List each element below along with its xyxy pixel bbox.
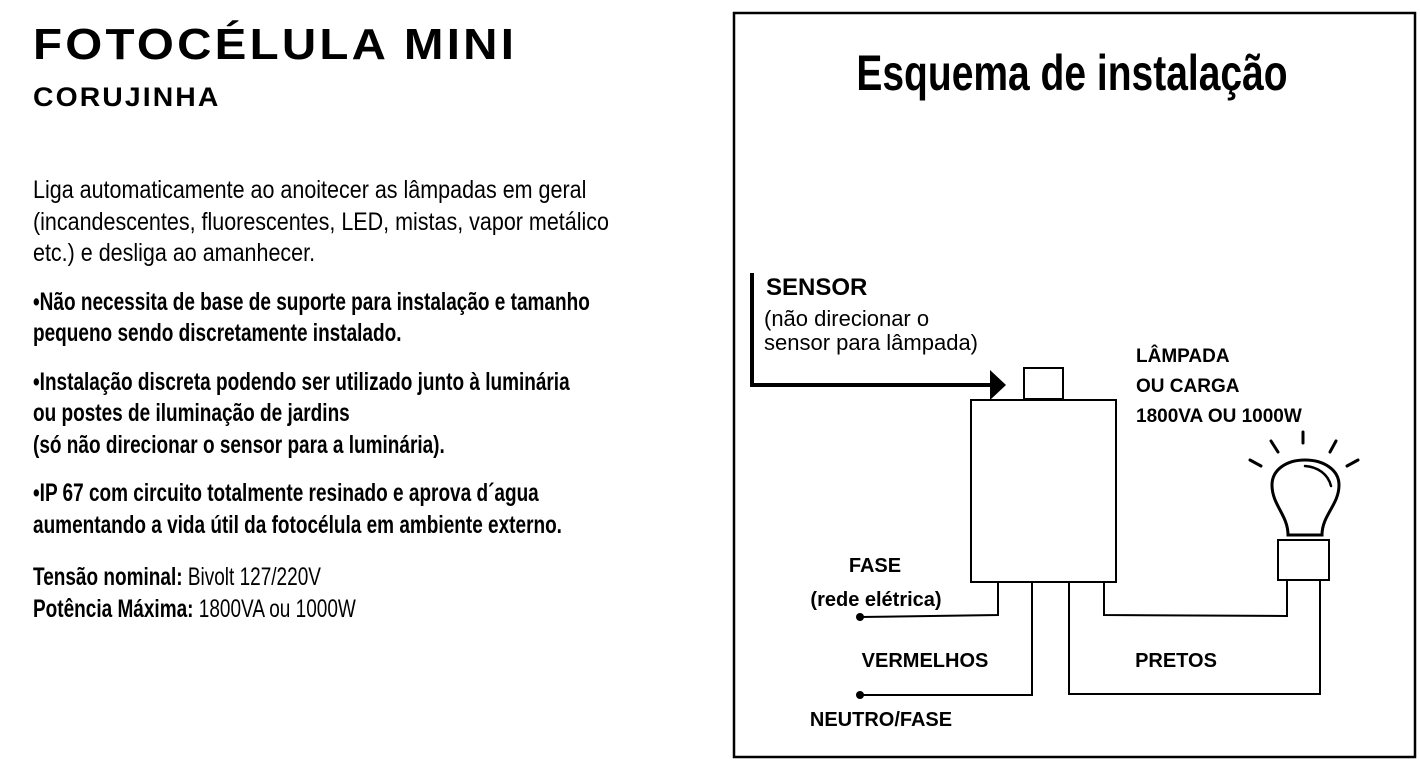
bullet-item: •IP 67 com circuito totalmente resinado … xyxy=(33,478,539,509)
sensor-note: sensor para lâmpada) xyxy=(764,330,978,355)
black-wires-label: PRETOS xyxy=(1135,650,1217,672)
product-title: FOTOCÉLULA MINI xyxy=(33,20,518,69)
neutral-label: NEUTRO/FASE xyxy=(810,709,952,731)
neutral-terminal xyxy=(856,691,864,699)
bullet-text: aumentando a vida útil da fotocélula em … xyxy=(33,511,562,539)
bullet-dot: • xyxy=(33,368,40,396)
bullet-text: Instalação discreta podendo ser utilizad… xyxy=(39,368,570,396)
product-subtitle: CORUJINHA xyxy=(33,82,221,112)
sensor-label: SENSOR xyxy=(766,274,867,301)
spec-value: Bivolt 127/220V xyxy=(187,563,321,591)
fase-note: (rede elétrica) xyxy=(810,589,941,611)
bullet-text: ou postes de iluminação de jardins xyxy=(33,399,350,427)
spec-label: Tensão nominal: xyxy=(33,563,183,591)
diagram-frame xyxy=(732,11,1417,759)
bullet-dot: • xyxy=(33,288,40,316)
spec-value: 1800VA ou 1000W xyxy=(198,595,356,623)
bullet-text: pequeno sendo discretamente instalado. xyxy=(33,319,402,347)
bullet-text: IP 67 com circuito totalmente resinado e… xyxy=(39,479,539,507)
spec-power: Potência Máxima: 1800VA ou 1000W xyxy=(33,594,356,625)
light-bulb-icon xyxy=(1248,430,1360,581)
red-wires-label: VERMELHOS xyxy=(862,650,989,672)
bullet-dot: • xyxy=(33,479,40,507)
photocell-body xyxy=(970,399,1117,583)
sensor-arrow-line xyxy=(750,273,995,387)
fase-label: FASE xyxy=(849,555,901,577)
spec-voltage: Tensão nominal: Bivolt 127/220V xyxy=(33,562,321,593)
bullet-item: •Instalação discreta podendo ser utiliza… xyxy=(33,367,570,398)
spec-label: Potência Máxima: xyxy=(33,595,194,623)
sensor-head xyxy=(1023,367,1064,400)
fase-wire xyxy=(859,582,999,618)
sensor-note: (não direcionar o xyxy=(764,306,929,331)
bullet-text: Não necessita de base de suporte para in… xyxy=(39,288,590,316)
lamp-label: OU CARGA xyxy=(1136,376,1240,397)
bullet-item: •Não necessita de base de suporte para i… xyxy=(33,287,590,318)
lamp-label: LÂMPADA xyxy=(1136,345,1230,367)
diagram-title: Esquema de instalação xyxy=(856,44,1287,101)
description-line: etc.) e desliga ao amanhecer. xyxy=(33,239,316,267)
black-wire-inner xyxy=(1103,580,1288,618)
bullet-text: (só não direcionar o sensor para a lumin… xyxy=(33,431,445,459)
wires xyxy=(859,580,1321,696)
description-line: (incandescentes, fluorescentes, LED, mis… xyxy=(33,208,609,236)
lamp-label: 1800VA OU 1000W xyxy=(1136,406,1302,427)
description-line: Liga automaticamente ao anoitecer as lâm… xyxy=(33,176,587,204)
black-wire-outer xyxy=(1068,580,1321,695)
fase-terminal xyxy=(856,613,864,621)
neutral-wire xyxy=(860,582,1033,696)
arrow-head-icon xyxy=(990,370,1006,400)
